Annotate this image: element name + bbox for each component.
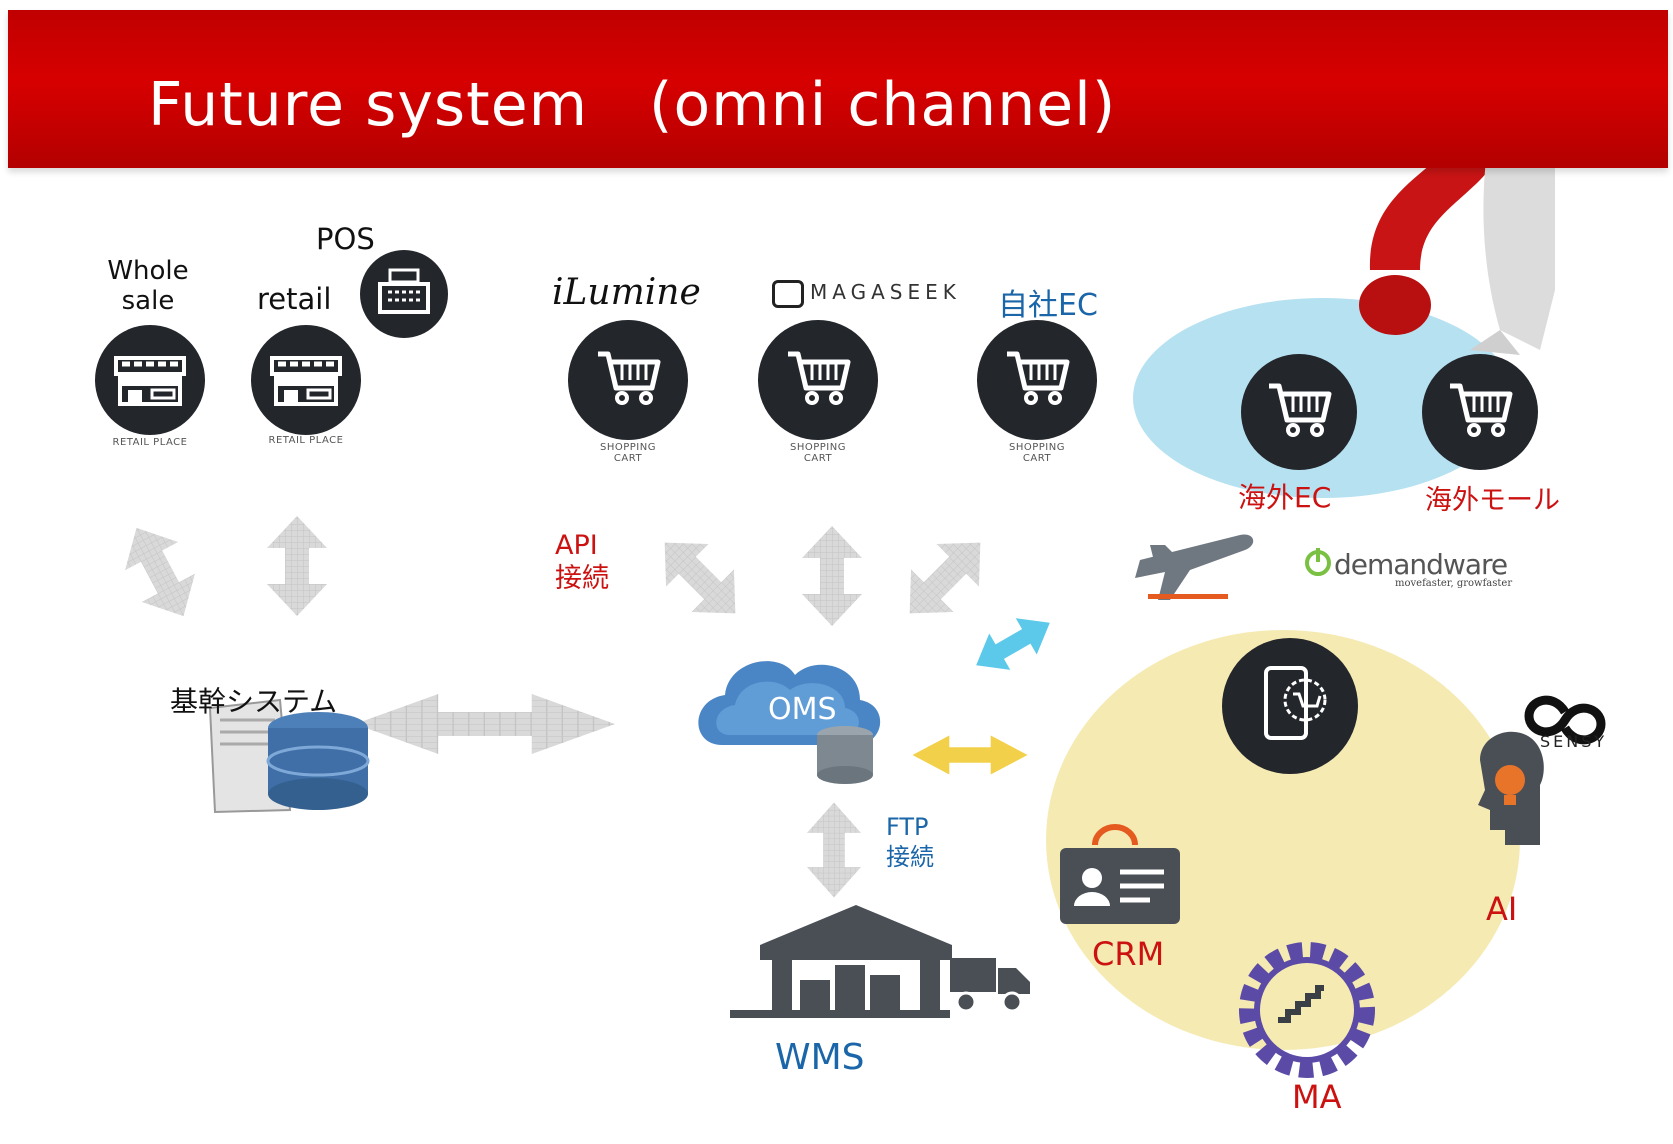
- ai-label: AI: [1486, 890, 1518, 928]
- wholesale-retail-place-caption: RETAIL PLACE: [112, 437, 188, 448]
- arrow-magaseek-oms: [802, 526, 862, 626]
- overseas-mall-cart-circle: [1422, 354, 1538, 470]
- pos-label: POS: [316, 222, 375, 256]
- ownec-cart-caption: SHOPPING CART: [1009, 442, 1065, 464]
- magaseek-cart-caption: SHOPPING CART: [790, 442, 846, 464]
- kikan-system-label: 基幹システム: [170, 685, 338, 718]
- arrow-oms-wms: [807, 802, 861, 898]
- demandware-power-icon: [1305, 548, 1331, 576]
- oms-cloud-icon: [698, 661, 881, 784]
- warehouse-icon: [730, 905, 952, 1018]
- arrow-oms-overseas: [965, 604, 1061, 684]
- ma-gear-icon: [1239, 942, 1375, 1078]
- arrow-retail-kikan: [267, 516, 327, 616]
- api-label-line2: 接続: [555, 563, 609, 594]
- ownec-cart-circle: [977, 320, 1097, 440]
- ilumine-cart-circle: [568, 320, 688, 440]
- ai-head-icon: [1478, 731, 1544, 845]
- demandware-logo: demandware: [1334, 548, 1508, 581]
- crm-label: CRM: [1092, 935, 1165, 973]
- arrow-oms-marketing: [912, 735, 1028, 775]
- demandware-tagline: movefaster, growfaster: [1395, 578, 1513, 589]
- magaseek-logo: MAGASEEK: [810, 280, 961, 304]
- retail-retail-place-caption: RETAIL PLACE: [268, 435, 344, 446]
- airplane-icon: [1135, 534, 1254, 600]
- api-label-line1: API: [555, 530, 598, 561]
- oms-label: OMS: [768, 692, 837, 727]
- retail-store-circle: [251, 325, 361, 435]
- overseas-mall-label: 海外モール: [1425, 485, 1560, 516]
- sensy-label: SENSY: [1540, 732, 1608, 751]
- ftp-label-line1: FTP: [886, 813, 929, 841]
- arrow-ownec-oms: [888, 521, 1002, 635]
- whole-sale-label: Whole sale: [107, 256, 189, 316]
- magaseek-m-icon: [772, 280, 804, 308]
- ilumine-cart-caption: SHOPPING CART: [600, 442, 656, 464]
- crm-card-icon: [1060, 824, 1180, 924]
- ilumine-logo: iLumine: [552, 272, 701, 313]
- kikan-server-icon: [208, 698, 370, 814]
- sensy-logo-icon: [1524, 695, 1606, 745]
- pos-register-circle: [360, 250, 448, 338]
- marketing-ellipse: [1046, 630, 1520, 1050]
- arrow-wholesale-kikan: [110, 513, 210, 631]
- overseas-ec-cart-circle: [1241, 354, 1357, 470]
- own-ec-label: 自社EC: [998, 288, 1098, 323]
- truck-icon: [950, 958, 1030, 1013]
- slide-title: Future system (omni channel): [148, 70, 1117, 140]
- magaseek-cart-circle: [758, 320, 878, 440]
- retail-label: retail: [257, 282, 332, 316]
- mobile-cart-circle: [1222, 638, 1358, 774]
- arrow-kikan-oms: [355, 694, 615, 754]
- wms-label: WMS: [775, 1037, 865, 1078]
- ftp-label-line2: 接続: [886, 843, 934, 871]
- title-banner: [8, 10, 1668, 168]
- wholesale-store-circle: [95, 325, 205, 435]
- arrow-ilumine-oms: [643, 521, 757, 635]
- overseas-ec-label: 海外EC: [1238, 481, 1332, 514]
- ma-label: MA: [1292, 1078, 1342, 1116]
